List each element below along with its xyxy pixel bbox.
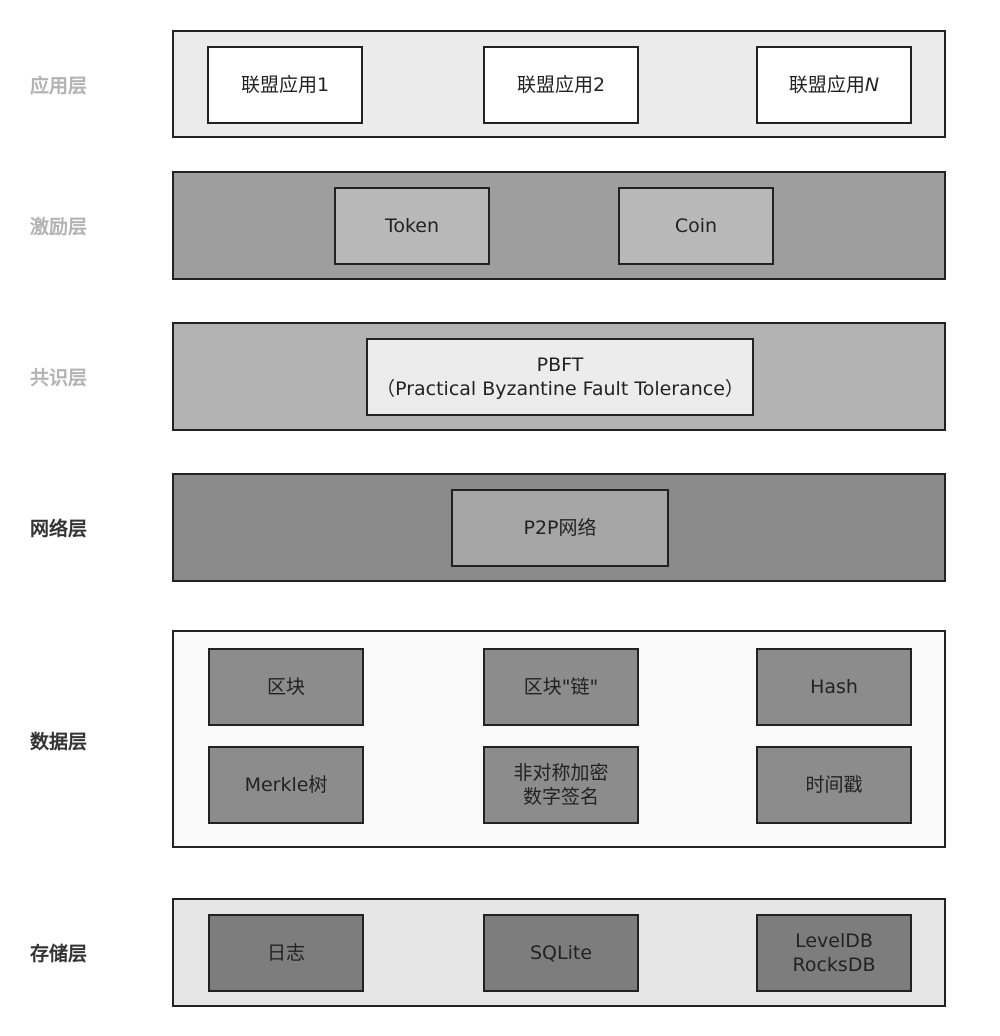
- coin-box: Coin: [618, 187, 774, 265]
- leveldb-text: LevelDB: [795, 930, 873, 952]
- token-box: Token: [334, 187, 490, 265]
- consensus-layer-panel: PBFT （Practical Byzantine Fault Toleranc…: [172, 322, 946, 431]
- pbft-box: PBFT （Practical Byzantine Fault Toleranc…: [366, 338, 754, 416]
- app-box-1-text: 联盟应用1: [240, 74, 330, 96]
- rocksdb-text: RocksDB: [792, 954, 876, 976]
- app-box-2-text: 联盟应用2: [516, 74, 606, 96]
- merkle-tree-box: Merkle树: [208, 746, 364, 824]
- p2p-box: P2P网络: [451, 489, 669, 567]
- timestamp-box: 时间戳: [756, 746, 912, 824]
- data-layer-panel: 区块 区块"链" Hash Merkle树 非对称加密 数字签名 时间戳: [172, 630, 946, 848]
- log-box: 日志: [208, 914, 364, 992]
- digital-signature-text: 数字签名: [522, 786, 599, 808]
- asymmetric-encryption-text: 非对称加密: [513, 762, 609, 784]
- block-text: 区块: [266, 676, 305, 698]
- app-box-2: 联盟应用2: [483, 46, 639, 124]
- sqlite-box: SQLite: [483, 914, 639, 992]
- crypto-signature-box: 非对称加密 数字签名: [483, 746, 639, 824]
- layer-label-application: 应用层: [30, 75, 88, 97]
- network-layer-panel: P2P网络: [172, 473, 946, 582]
- app-box-n-text: 联盟应用: [788, 74, 865, 96]
- layer-label-incentive: 激励层: [30, 216, 88, 238]
- hash-box: Hash: [756, 648, 912, 726]
- block-chain-box: 区块"链": [483, 648, 639, 726]
- token-text: Token: [384, 215, 440, 237]
- storage-layer-panel: 日志 SQLite LevelDB RocksDB: [172, 898, 946, 1007]
- pbft-title: PBFT: [536, 354, 584, 376]
- p2p-text: P2P网络: [523, 517, 597, 539]
- timestamp-text: 时间戳: [805, 774, 863, 796]
- app-box-1: 联盟应用1: [207, 46, 363, 124]
- sqlite-text: SQLite: [529, 942, 593, 964]
- layer-label-network: 网络层: [30, 518, 88, 540]
- log-text: 日志: [266, 942, 305, 964]
- merkle-tree-text: Merkle树: [244, 774, 328, 796]
- hash-text: Hash: [810, 676, 858, 698]
- incentive-layer-panel: Token Coin: [172, 171, 946, 280]
- app-box-n-suffix: N: [864, 74, 880, 96]
- pbft-full-name: （Practical Byzantine Fault Tolerance）: [376, 378, 744, 400]
- coin-text: Coin: [674, 215, 718, 237]
- layer-label-data: 数据层: [30, 731, 88, 753]
- layer-label-consensus: 共识层: [30, 367, 88, 389]
- block-chain-text: 区块"链": [523, 676, 599, 698]
- block-box: 区块: [208, 648, 364, 726]
- layer-label-storage: 存储层: [30, 943, 88, 965]
- leveldb-rocksdb-box: LevelDB RocksDB: [756, 914, 912, 992]
